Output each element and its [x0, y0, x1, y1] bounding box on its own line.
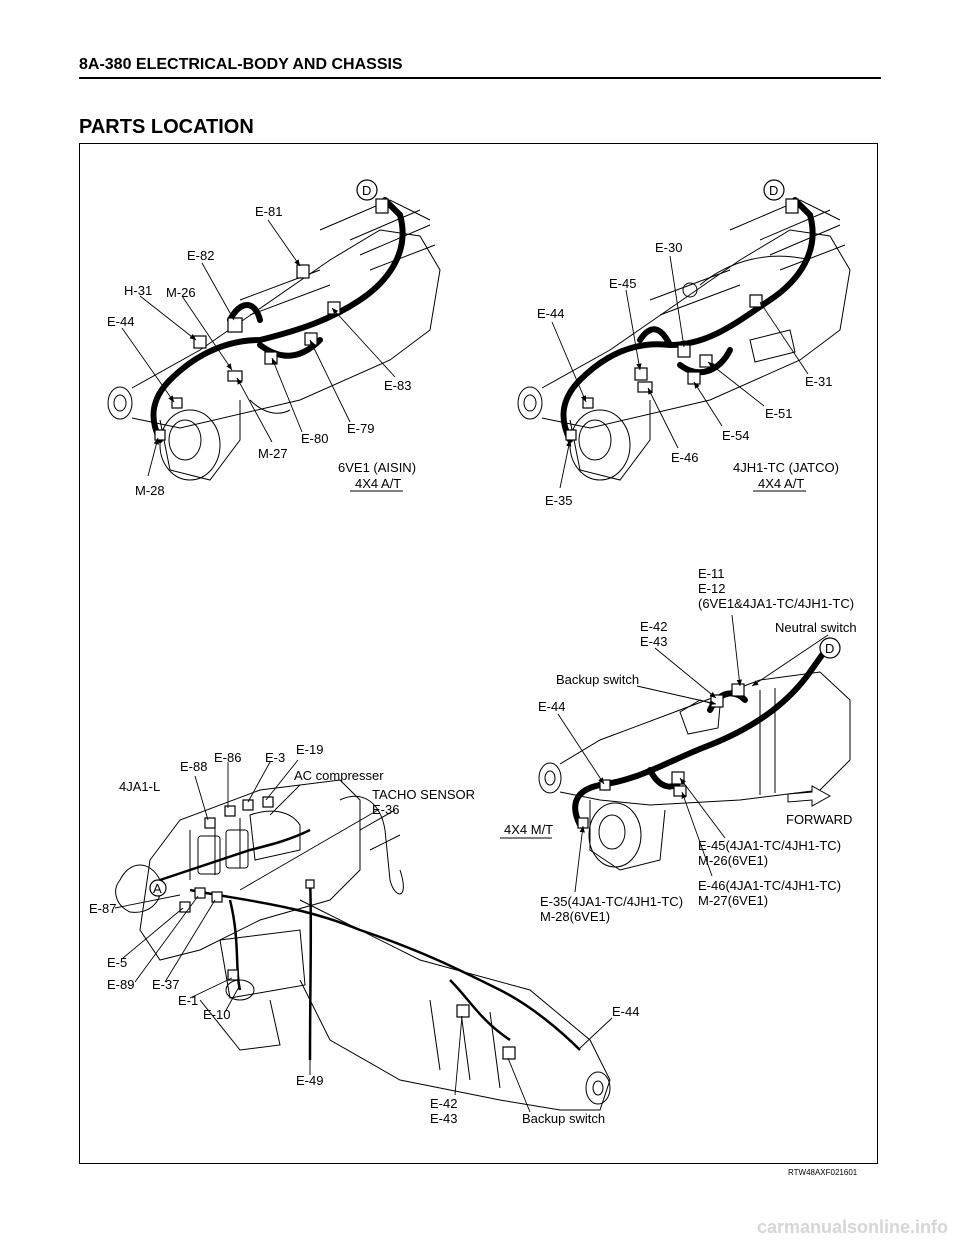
label-e87: E-87: [89, 901, 116, 916]
label-e46: E-46: [671, 450, 698, 465]
label-e44: E-44: [538, 699, 565, 714]
transmission-illustration-4jh1: [517, 199, 851, 481]
label-e42: E-42: [430, 1096, 457, 1111]
transmission-label: 4X4 A/T: [355, 476, 401, 491]
leader-lines-4jh1: [551, 255, 809, 489]
label-e79: E-79: [347, 421, 374, 436]
model-label: 6VE1 (AISIN): [338, 460, 416, 475]
label-m27: M-27(6VE1): [698, 893, 768, 908]
label-forward: FORWARD: [786, 812, 852, 827]
label-tacho-sensor: TACHO SENSOR: [372, 787, 475, 802]
watermark: carmanualsonline.info: [756, 1217, 948, 1237]
label-e36: E-36: [372, 802, 399, 817]
label-e86: E-86: [214, 750, 241, 765]
leader-lines-mt: [557, 614, 829, 893]
circle-marker-d: [763, 179, 785, 201]
circle-label: D: [769, 183, 778, 198]
label-e80: E-80: [301, 431, 328, 446]
label-e31: E-31: [805, 374, 832, 389]
label-e44: E-44: [107, 314, 134, 329]
leader-lines-6ve1: [121, 219, 396, 477]
label-e54: E-54: [722, 428, 749, 443]
label-e12: E-12: [698, 581, 725, 596]
harness-4jh1: [560, 197, 816, 443]
label-m28: M-28: [135, 483, 165, 498]
label-e44: E-44: [537, 306, 564, 321]
label-e5: E-5: [107, 955, 127, 970]
label-engine-4ja1l: 4JA1-L: [119, 779, 160, 794]
label-m26: M-26: [166, 285, 196, 300]
connectors-4ja1l: [179, 796, 516, 1060]
circle-marker-a: [149, 879, 167, 897]
label-e43: E-43: [640, 634, 667, 649]
label-e81: E-81: [255, 204, 282, 219]
label-m27: M-27: [258, 446, 288, 461]
figure-code: RTW48AXF021601: [788, 1168, 858, 1177]
figure-frame: [79, 143, 878, 1164]
circle-marker-d: [819, 637, 841, 659]
label-e46: E-46(4JA1-TC/4JH1-TC): [698, 878, 841, 893]
label-neutral-switch: Neutral switch: [775, 620, 857, 635]
transmission-illustration-mt: [538, 671, 851, 871]
label-e3: E-3: [265, 750, 285, 765]
forward-arrow: [787, 785, 832, 807]
label-e44: E-44: [612, 1004, 639, 1019]
label-e1: E-1: [178, 993, 198, 1008]
label-e19: E-19: [296, 742, 323, 757]
label-e82: E-82: [187, 248, 214, 263]
model-label: 4JH1-TC (JATCO): [733, 460, 839, 475]
transmission-label: 4X4 A/T: [758, 476, 804, 491]
label-m26: M-26(6VE1): [698, 853, 768, 868]
connectors-6ve1: [154, 198, 389, 441]
circle-label: D: [825, 641, 834, 656]
label-e83: E-83: [384, 378, 411, 393]
harness-6ve1: [150, 197, 406, 443]
transmission-label: 4X4 M/T: [504, 822, 553, 837]
label-e11-note: (6VE1&4JA1-TC/4JH1-TC): [698, 596, 854, 611]
label-backup-switch: Backup switch: [556, 672, 639, 687]
label-e37: E-37: [152, 977, 179, 992]
transmission-illustration-6ve1: [107, 199, 441, 481]
circle-label: A: [153, 881, 162, 896]
label-e45: E-45(4JA1-TC/4JH1-TC): [698, 838, 841, 853]
label-e49: E-49: [296, 1073, 323, 1088]
label-m28: M-28(6VE1): [540, 909, 610, 924]
harness-4ja1l: [159, 828, 581, 1061]
engine-illustration-4ja1l: [115, 779, 611, 1111]
label-e88: E-88: [180, 759, 207, 774]
leader-lines-4ja1l: [114, 759, 613, 1113]
label-h31: H-31: [124, 283, 152, 298]
label-e10: E-10: [203, 1007, 230, 1022]
label-e43: E-43: [430, 1111, 457, 1126]
circle-label: D: [362, 183, 371, 198]
label-e35: E-35(4JA1-TC/4JH1-TC): [540, 894, 683, 909]
label-backup-switch: Backup switch: [522, 1111, 605, 1126]
label-ac-compresser: AC compresser: [294, 768, 384, 783]
header-rule: [79, 77, 881, 79]
section-title: PARTS LOCATION: [79, 116, 254, 138]
label-e89: E-89: [107, 977, 134, 992]
label-e30: E-30: [655, 240, 682, 255]
connectors-4jh1: [565, 198, 799, 441]
label-e51: E-51: [765, 406, 792, 421]
label-e11: E-11: [698, 566, 725, 581]
label-e45: E-45: [609, 276, 636, 291]
label-e42: E-42: [640, 619, 667, 634]
circle-marker-d: [356, 179, 378, 201]
label-e35: E-35: [545, 493, 572, 508]
page-header: 8A-380 ELECTRICAL-BODY AND CHASSIS: [79, 56, 403, 73]
